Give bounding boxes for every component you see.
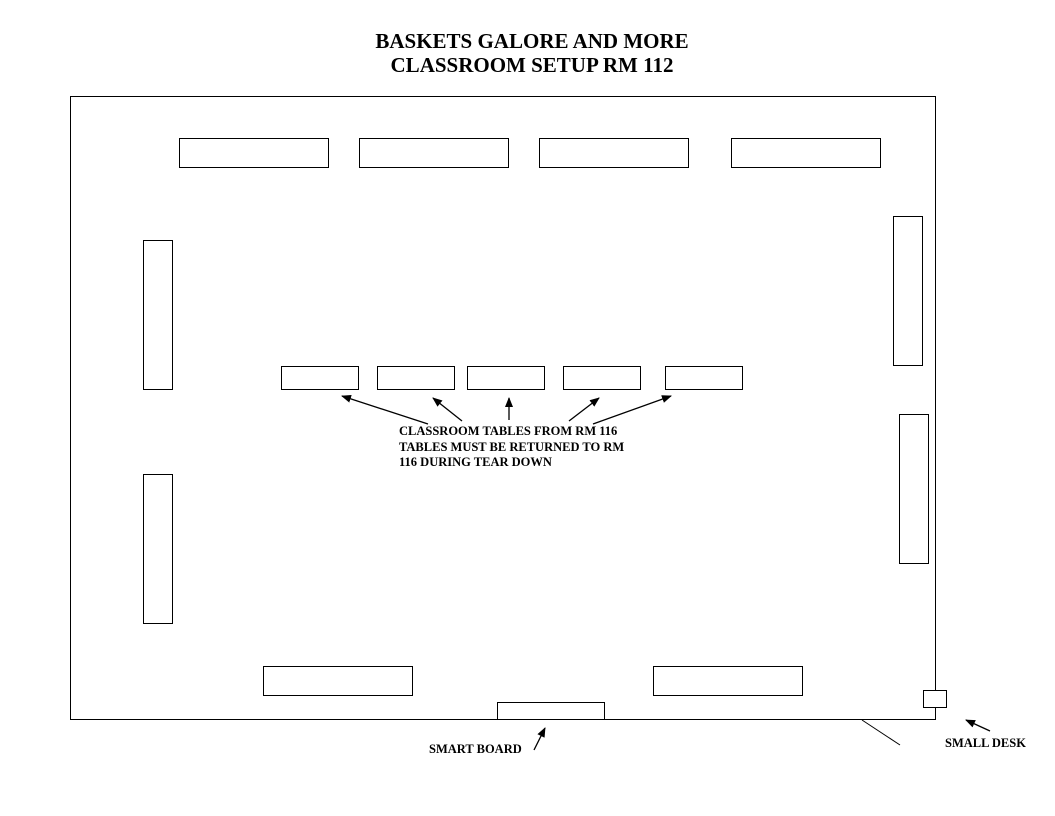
arrow-to-classroom-table-2 <box>432 397 463 422</box>
top-table-2 <box>359 138 509 168</box>
arrow-to-classroom-table-5 <box>592 395 672 425</box>
classroom-table-3 <box>467 366 545 390</box>
door-line <box>861 719 901 746</box>
room-outline <box>70 96 936 720</box>
arrow-to-smart-board <box>533 727 546 751</box>
top-table-4 <box>731 138 881 168</box>
left-table-1 <box>143 240 173 390</box>
page-title-line-1: BASKETS GALORE AND MORE <box>375 29 689 53</box>
classroom-table-5 <box>665 366 743 390</box>
small-desk-label: SMALL DESK <box>945 736 1026 750</box>
small-desk <box>923 690 947 708</box>
arrow-to-classroom-table-1 <box>341 394 429 425</box>
left-table-2 <box>143 474 173 624</box>
classroom-tables-note-line-2: TABLES MUST BE RETURNED TO RM <box>399 440 625 454</box>
smart-board-label: SMART BOARD <box>429 742 522 756</box>
right-table-2 <box>899 414 929 564</box>
page-title-line-2: CLASSROOM SETUP RM 112 <box>390 53 674 77</box>
top-table-1 <box>179 138 329 168</box>
top-table-3 <box>539 138 689 168</box>
classroom-tables-note-line-1: CLASSROOM TABLES FROM RM 116 <box>399 424 618 438</box>
classroom-table-1 <box>281 366 359 390</box>
arrow-to-classroom-table-4 <box>568 397 600 422</box>
smart-board <box>497 702 605 720</box>
right-table-1 <box>893 216 923 366</box>
classroom-table-4 <box>563 366 641 390</box>
arrow-to-small-desk <box>965 719 991 732</box>
classroom-table-2 <box>377 366 455 390</box>
bottom-table-1 <box>263 666 413 696</box>
bottom-table-2 <box>653 666 803 696</box>
classroom-tables-note-line-3: 116 DURING TEAR DOWN <box>399 455 552 469</box>
